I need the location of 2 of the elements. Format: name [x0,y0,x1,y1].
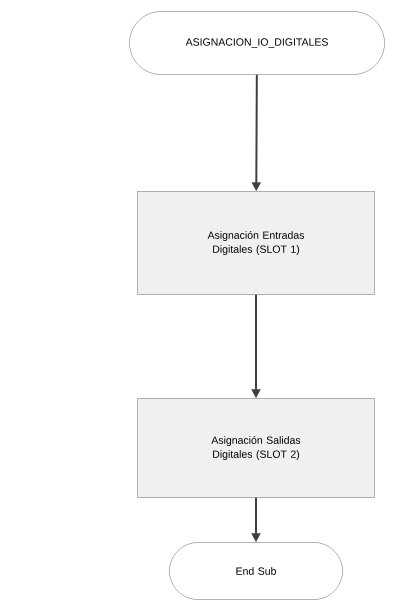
process-box: Asignación Salidas Digitales (SLOT 2) [137,398,375,498]
process-box: Asignación Entradas Digitales (SLOT 1) [137,191,375,295]
